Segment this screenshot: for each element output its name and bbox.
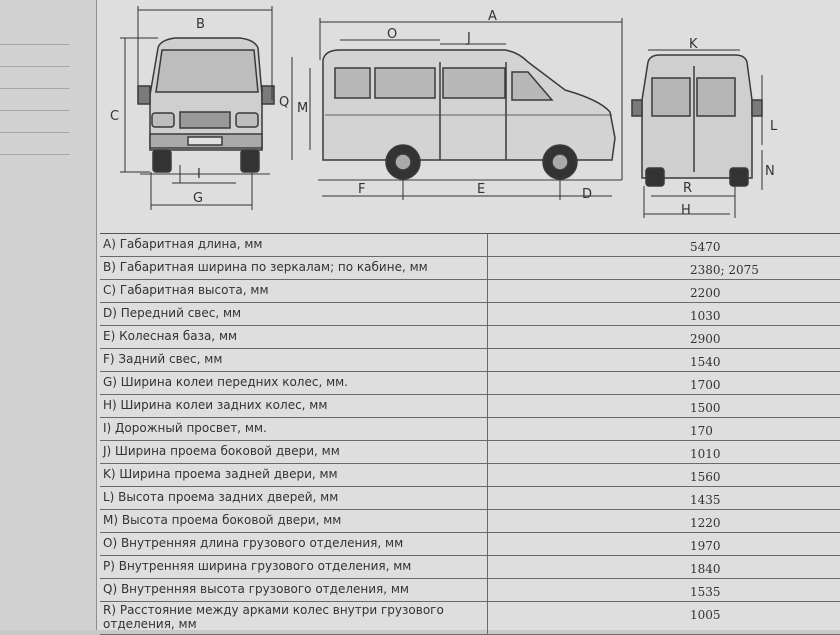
- param-label: L) Высота проема задних дверей, мм: [100, 487, 488, 509]
- param-value: 1005: [690, 608, 721, 622]
- param-value: 1535: [690, 585, 721, 599]
- param-value: 1500: [690, 401, 721, 415]
- dim-label-B: B: [196, 17, 205, 32]
- table-row: B) Габаритная ширина по зеркалам; по каб…: [100, 257, 840, 280]
- param-value: 1700: [690, 378, 721, 392]
- dim-label-O: O: [387, 27, 397, 42]
- dim-label-K: K: [689, 37, 698, 52]
- dim-label-A: A: [488, 9, 497, 24]
- van-rear-view: [631, 54, 763, 187]
- table-row: R) Расстояние между арками колес внутри …: [100, 602, 840, 635]
- param-label: I) Дорожный просвет, мм.: [100, 418, 488, 440]
- param-value: 1560: [690, 470, 721, 484]
- param-value: 2900: [690, 332, 721, 346]
- table-row: Q) Внутренняя высота грузового отделения…: [100, 579, 840, 602]
- specs-table: A) Габаритная длина, мм 5470 B) Габаритна…: [100, 233, 840, 635]
- param-label: O) Внутренняя длина грузового отделения,…: [100, 533, 488, 555]
- dim-label-I: I: [197, 167, 201, 182]
- param-label: P) Внутренняя ширина грузового отделения…: [100, 556, 488, 578]
- dim-label-L: L: [770, 119, 778, 134]
- left-margin-strip: [0, 0, 96, 630]
- van-dimension-diagram: B C I G A O J Q M F E: [110, 6, 778, 218]
- table-row: I) Дорожный просвет, мм. 170: [100, 418, 840, 441]
- param-value: 1840: [690, 562, 721, 576]
- table-row: J) Ширина проема боковой двери, мм 1010: [100, 441, 840, 464]
- dim-label-R: R: [683, 181, 692, 196]
- param-value: 2380; 2075: [690, 263, 759, 277]
- param-value: 1540: [690, 355, 721, 369]
- param-label: J) Ширина проема боковой двери, мм: [100, 441, 488, 463]
- param-value: 1220: [690, 516, 721, 530]
- dim-label-F: F: [358, 182, 365, 197]
- table-row: G) Ширина колеи передних колес, мм. 1700: [100, 372, 840, 395]
- table-row: H) Ширина колеи задних колес, мм 1500: [100, 395, 840, 418]
- dim-label-Q: Q: [279, 95, 289, 110]
- param-label: H) Ширина колеи задних колес, мм: [100, 395, 488, 417]
- param-value: 1010: [690, 447, 721, 461]
- param-label: M) Высота проема боковой двери, мм: [100, 510, 488, 532]
- param-label: G) Ширина колеи передних колес, мм.: [100, 372, 488, 394]
- param-label: B) Габаритная ширина по зеркалам; по каб…: [100, 257, 488, 279]
- table-row: A) Габаритная длина, мм 5470: [100, 234, 840, 257]
- param-label: Q) Внутренняя высота грузового отделения…: [100, 579, 488, 601]
- param-label: C) Габаритная высота, мм: [100, 280, 488, 302]
- dim-label-M: M: [297, 101, 308, 116]
- dim-label-D: D: [582, 187, 592, 202]
- param-value: 1970: [690, 539, 721, 553]
- table-row: O) Внутренняя длина грузового отделения,…: [100, 533, 840, 556]
- param-label: A) Габаритная длина, мм: [100, 234, 488, 256]
- van-front-view: [137, 37, 275, 175]
- dim-label-H: H: [681, 203, 691, 218]
- param-label: F) Задний свес, мм: [100, 349, 488, 371]
- dim-label-C: C: [110, 109, 119, 124]
- table-row: C) Габаритная высота, мм 2200: [100, 280, 840, 303]
- param-label: K) Ширина проема задней двери, мм: [100, 464, 488, 486]
- param-label: E) Колесная база, мм: [100, 326, 488, 348]
- table-row: D) Передний свес, мм 1030: [100, 303, 840, 326]
- table-row: P) Внутренняя ширина грузового отделения…: [100, 556, 840, 579]
- param-label: R) Расстояние между арками колес внутри …: [100, 602, 488, 635]
- table-row: K) Ширина проема задней двери, мм 1560: [100, 464, 840, 487]
- param-value: 170: [690, 424, 713, 438]
- van-side-view: [318, 49, 622, 181]
- dim-label-G: G: [193, 191, 203, 206]
- param-value: 1030: [690, 309, 721, 323]
- dim-label-J: J: [466, 31, 471, 46]
- param-label: D) Передний свес, мм: [100, 303, 488, 325]
- param-value: 1435: [690, 493, 721, 507]
- table-row: F) Задний свес, мм 1540: [100, 349, 840, 372]
- param-value: 2200: [690, 286, 721, 300]
- dim-label-E: E: [477, 182, 485, 197]
- table-row: E) Колесная база, мм 2900: [100, 326, 840, 349]
- table-row: M) Высота проема боковой двери, мм 1220: [100, 510, 840, 533]
- dim-label-N: N: [765, 164, 775, 179]
- table-row: L) Высота проема задних дверей, мм 1435: [100, 487, 840, 510]
- param-value: 5470: [690, 240, 721, 254]
